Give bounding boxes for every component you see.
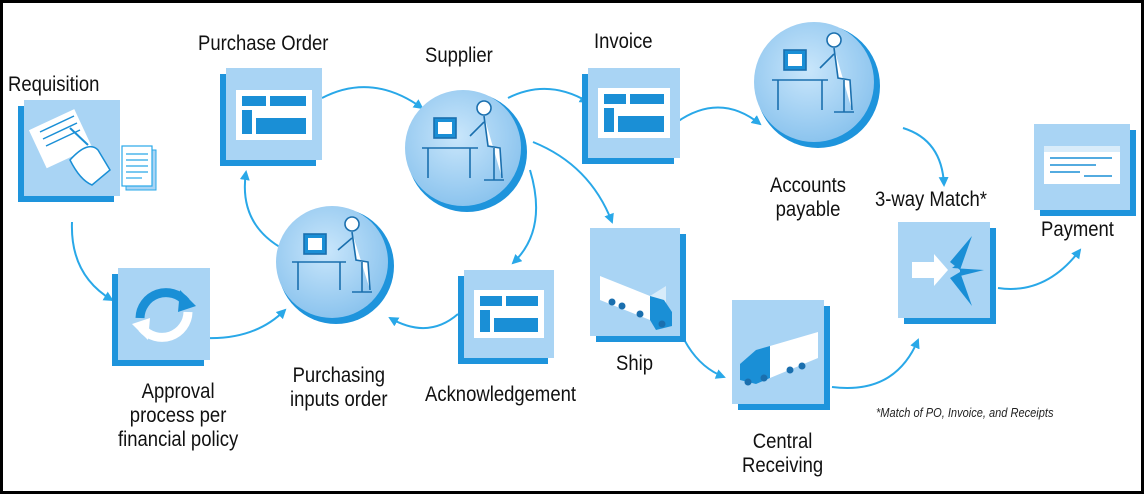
person-at-computer-icon: [422, 100, 504, 181]
label-requisition: Requisition: [8, 73, 100, 96]
refresh-cycle-icon: [132, 288, 196, 342]
accounts-payable-node: [754, 22, 880, 148]
invoice-node: [582, 68, 680, 164]
label-invoice: Invoice: [594, 30, 653, 53]
form-document-icon: [474, 290, 544, 338]
label-three-way-match: 3-way Match*: [875, 188, 987, 211]
label-accounts-payable: Accounts payable: [770, 174, 847, 221]
approval-node: [112, 268, 210, 366]
label-purchasing: Purchasing inputs order: [290, 364, 388, 411]
arrow-acknowledgement-to-purchasing: [388, 313, 459, 330]
ship-node: [590, 228, 686, 342]
arrow-invoice-to-accounts-payable: [676, 106, 762, 126]
purchasing-node: [276, 206, 394, 324]
truck-icon: [600, 276, 672, 330]
arrow-purchase-order-to-supplier: [321, 86, 424, 110]
label-ship: Ship: [616, 352, 653, 375]
arrow-supplier-to-ship: [532, 141, 614, 224]
supplier-node: [405, 90, 527, 212]
central-receiving-node: [732, 300, 830, 410]
label-purchase-order: Purchase Order: [198, 32, 329, 55]
truck-icon: [740, 332, 818, 386]
form-document-icon: [598, 88, 670, 138]
label-payment: Payment: [1041, 218, 1114, 241]
person-at-computer-icon: [292, 216, 372, 293]
arrow-supplier-to-invoice: [507, 88, 590, 104]
arrow-match-to-payment: [997, 248, 1082, 290]
form-document-icon: [236, 90, 312, 140]
requisition-node: [18, 100, 157, 202]
three-way-match-node: [898, 222, 996, 324]
person-at-computer-icon: [772, 32, 854, 113]
document-stack-icon: [121, 145, 157, 191]
label-supplier: Supplier: [425, 44, 493, 67]
arrow-approval-to-purchasing: [204, 308, 287, 340]
hand-writing-icon: [28, 109, 111, 186]
purchase-order-node: [220, 68, 322, 166]
footnote: *Match of PO, Invoice, and Receipts: [876, 405, 1054, 420]
arrow-central-receiving-to-match: [831, 338, 920, 389]
label-approval: Approval process per financial policy: [118, 380, 239, 451]
payment-node: [1034, 124, 1136, 216]
arrow-purchasing-to-purchase-order: [239, 170, 286, 251]
converging-arrows-icon: [912, 236, 984, 306]
label-central-receiving: Central Receiving: [742, 430, 824, 477]
arrow-supplier-to-acknowledgement: [511, 169, 538, 265]
arrow-requisition-to-approval: [70, 221, 114, 302]
label-acknowledgement: Acknowledgement: [425, 383, 577, 406]
check-icon: [1044, 146, 1120, 184]
arrow-accounts-payable-to-match: [902, 127, 949, 187]
acknowledgement-node: [458, 270, 554, 364]
